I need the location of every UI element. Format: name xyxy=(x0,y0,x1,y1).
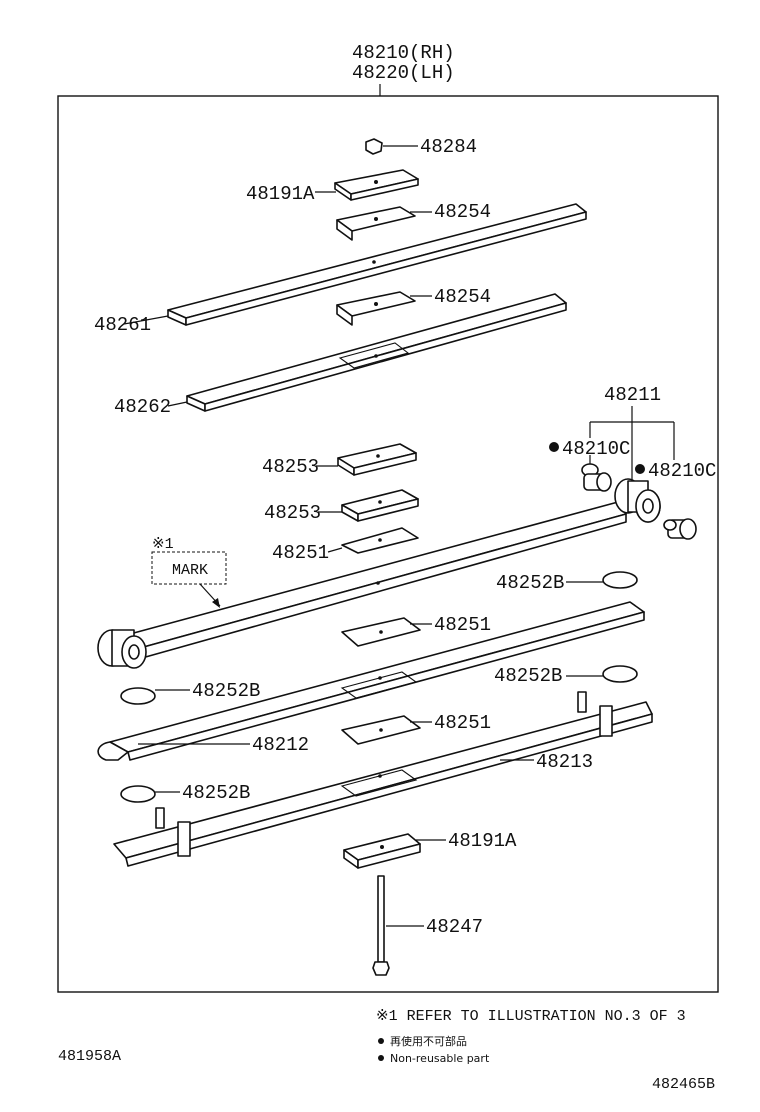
label-48191a-top: 48191A xyxy=(246,183,315,205)
label-48251-lower: 48251 xyxy=(434,712,491,734)
bushing-48210c-lower xyxy=(663,518,697,540)
leaf-48213 xyxy=(113,691,653,867)
assembly-number-lh: 48220(LH) xyxy=(352,62,455,84)
silencer-48252b-d xyxy=(120,785,180,803)
label-48261: 48261 xyxy=(94,314,151,336)
leaf-48212 xyxy=(97,601,645,761)
center-bolt-48247 xyxy=(372,875,424,976)
mark-text: MARK xyxy=(172,562,208,579)
label-48210c-a: 48210C xyxy=(562,438,630,460)
pad-48253-upper xyxy=(316,443,417,476)
label-48251-middle: 48251 xyxy=(434,614,491,636)
label-48252b-b: 48252B xyxy=(494,665,562,687)
silencer-48252b-c xyxy=(120,687,190,705)
label-48262: 48262 xyxy=(114,396,171,418)
refer-note: ※1 REFER TO ILLUSTRATION NO.3 OF 3 xyxy=(376,1008,686,1025)
liner-48251-lower xyxy=(341,715,432,745)
bushing-48210c-upper xyxy=(581,455,612,492)
leader-48211 xyxy=(589,406,675,484)
label-48252b-a: 48252B xyxy=(496,572,564,594)
label-48213: 48213 xyxy=(536,751,593,773)
mark-arrow xyxy=(199,583,221,608)
label-48211: 48211 xyxy=(604,384,661,406)
leaf-48262 xyxy=(167,293,567,412)
label-48251-upper: 48251 xyxy=(272,542,329,564)
liner-48251-upper xyxy=(327,527,419,554)
legend-dot-jp xyxy=(378,1038,384,1044)
label-48254-upper: 48254 xyxy=(434,201,491,223)
label-48210c-b: 48210C xyxy=(648,460,716,482)
label-48252b-d: 48252B xyxy=(182,782,250,804)
legend-dot-en xyxy=(378,1055,384,1061)
label-48253-lower: 48253 xyxy=(264,502,321,524)
spring-seat-48191a-top xyxy=(315,169,419,201)
assembly-number-rh: 48210(RH) xyxy=(352,42,455,64)
label-48191a-bottom: 48191A xyxy=(448,830,517,852)
main-leaf-48211 xyxy=(97,478,661,669)
figure-code-left: 481958A xyxy=(58,1048,121,1065)
figure-code-right: 482465B xyxy=(652,1076,715,1093)
label-48247: 48247 xyxy=(426,916,483,938)
mark-ref: ※1 xyxy=(152,536,174,553)
mark-callout-box xyxy=(151,551,227,585)
spacer-48254-lower xyxy=(336,291,432,326)
label-48212: 48212 xyxy=(252,734,309,756)
label-48254-lower: 48254 xyxy=(434,286,491,308)
label-48284: 48284 xyxy=(420,136,477,158)
spacer-48254-upper xyxy=(336,206,432,241)
legend-non-reusable-en: Non-reusable part xyxy=(390,1052,490,1065)
legend-non-reusable-jp: 再使用不可部品 xyxy=(390,1034,467,1048)
spring-seat-48191a-bottom xyxy=(343,833,446,869)
silencer-48252b-b xyxy=(566,665,638,683)
silencer-48252b-a xyxy=(566,571,638,589)
pad-48253-lower xyxy=(318,489,419,522)
liner-48251-middle xyxy=(341,617,432,647)
label-48253-upper: 48253 xyxy=(262,456,319,478)
nut-48284 xyxy=(365,138,418,155)
non-reusable-dot-b xyxy=(635,464,645,474)
diagram-frame xyxy=(57,95,719,993)
non-reusable-dot-a xyxy=(549,442,559,452)
label-48252b-c: 48252B xyxy=(192,680,260,702)
leaf-48261 xyxy=(123,203,587,326)
